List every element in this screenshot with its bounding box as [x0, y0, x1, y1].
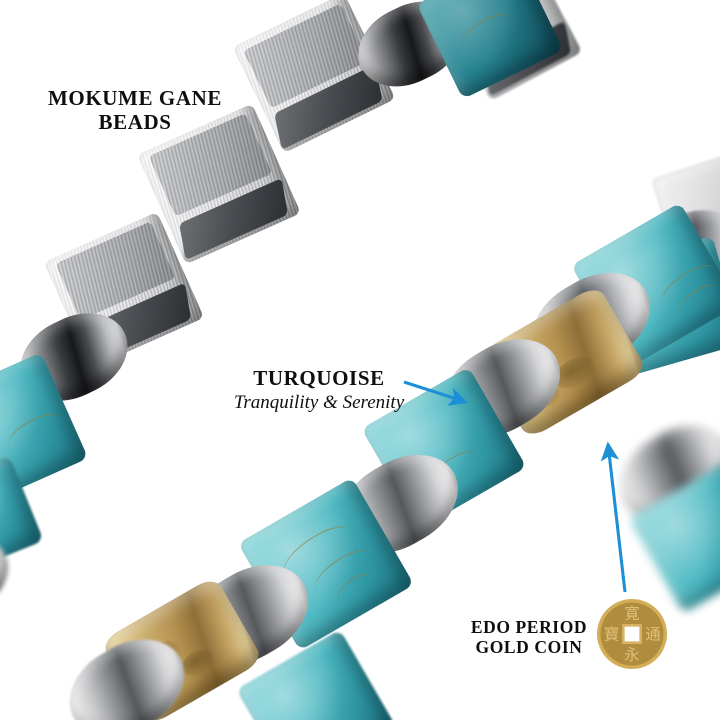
coin-glyph-left: 寶 — [604, 625, 620, 644]
coin-center-hole — [624, 626, 640, 642]
callout-turquoise: TURQUOISE Tranquility & Serenity — [232, 366, 406, 415]
coin-glyph-right: 通 — [645, 626, 661, 644]
callout-edo-period-gold-coin: EDO PERIOD GOLD COIN — [470, 617, 588, 658]
callout-turquoise-heading: TURQUOISE — [253, 366, 385, 390]
bead-turquoise-cube — [416, 0, 564, 100]
coin-glyph-top: 寛 — [624, 605, 640, 623]
callout-turquoise-subtitle: Tranquility & Serenity — [233, 392, 405, 414]
callout-coin-heading-line1: EDO PERIOD — [470, 617, 588, 637]
callout-coin-heading-line2: GOLD COIN — [475, 637, 583, 658]
callout-mokume-heading-line2: BEADS — [98, 110, 172, 135]
coin-callout-arrow — [600, 441, 627, 593]
callout-mokume-heading-line1: MOKUME GANE — [47, 86, 222, 110]
edo-coin-icon: 寛 寶 通 永 — [597, 599, 667, 669]
callout-mokume-gane: MOKUME GANE BEADS — [28, 86, 242, 135]
coin-glyph-bottom: 永 — [624, 646, 640, 664]
